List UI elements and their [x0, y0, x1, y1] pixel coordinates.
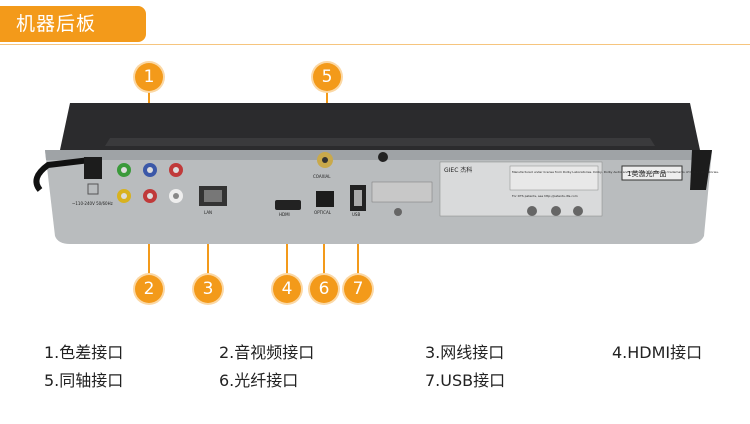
- coaxial-panel-label: COAXIAL: [313, 174, 331, 179]
- laser-sticker: 1类激光产品: [627, 169, 666, 178]
- marker-7: 7: [344, 275, 372, 303]
- caption-hdmi-port: 4.HDMI接口: [612, 343, 703, 362]
- power-cord: [33, 157, 91, 192]
- marker-2: 2: [135, 275, 163, 303]
- hdmi-panel-label: HDMI: [279, 212, 290, 217]
- marker-6: 6: [310, 275, 338, 303]
- page-title: 机器后板: [16, 13, 97, 35]
- dolby-note: Manufactured under license from Dolby La…: [512, 170, 719, 174]
- marker-4: 4: [273, 275, 301, 303]
- marker-5: 5: [313, 63, 341, 91]
- marker-3: 3: [194, 275, 222, 303]
- lan-panel-label: LAN: [204, 210, 212, 215]
- caption-component-port: 1.色差接口: [44, 343, 124, 362]
- page-title-tab: 机器后板: [0, 6, 146, 42]
- title-divider: [0, 44, 750, 45]
- optical-panel-label: OPTICAL: [314, 210, 332, 215]
- av-jacks: [117, 189, 183, 203]
- voltage-label: ~110-240V 50/60Hz: [72, 201, 113, 206]
- hdmi-port: [275, 200, 301, 210]
- component-jacks: [117, 163, 183, 177]
- optical-port: [316, 191, 334, 207]
- caption-optical-port: 6.光纤接口: [219, 371, 299, 390]
- brand-label: GIEC 杰科: [444, 166, 472, 174]
- marker-1: 1: [135, 63, 163, 91]
- caption-lan-port: 3.网线接口: [425, 343, 505, 362]
- caption-av-port: 2.音视频接口: [219, 343, 315, 362]
- caption-usb-port: 7.USB接口: [425, 371, 506, 390]
- usb-panel-label: USB: [352, 212, 360, 217]
- dts-note: For DTS patents, see http://patents.dts.…: [512, 194, 578, 198]
- caption-coaxial-port: 5.同轴接口: [44, 371, 124, 390]
